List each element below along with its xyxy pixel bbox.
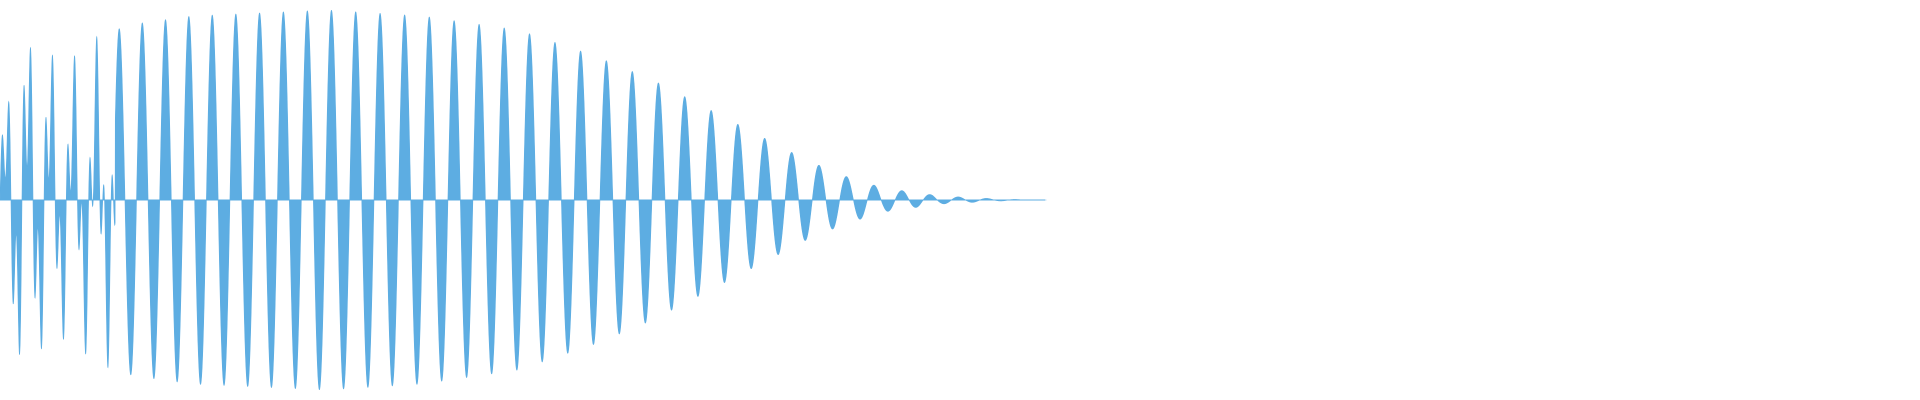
waveform-path	[0, 10, 1047, 391]
